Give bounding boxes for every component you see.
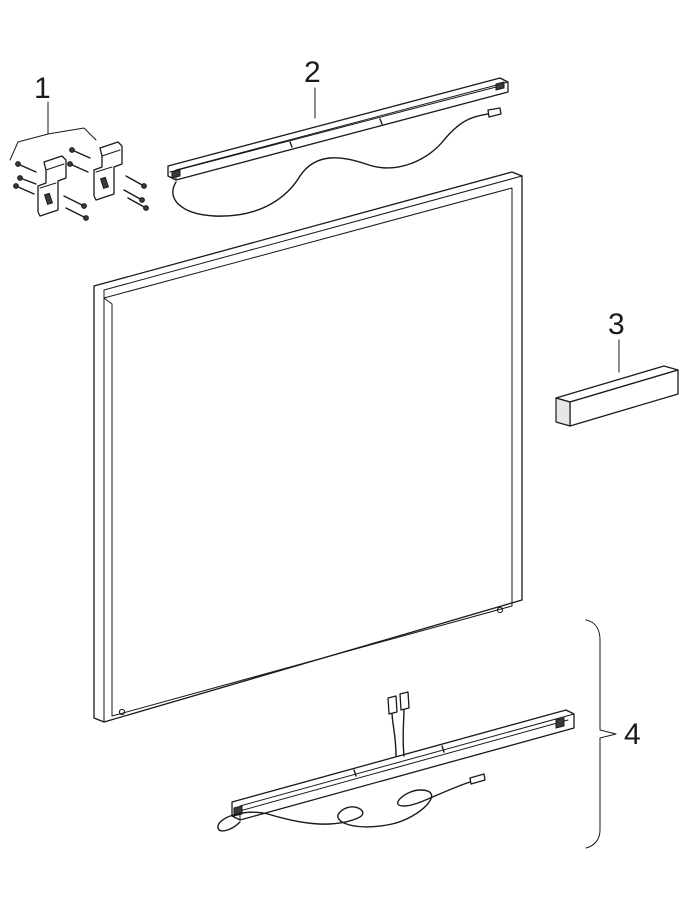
part-1-mounting-kit: 1 <box>9 72 149 221</box>
strip-cable <box>172 113 489 217</box>
screws <box>13 147 149 221</box>
part-4-bottom-light-strip: 4 <box>217 619 641 849</box>
part-4-label: 4 <box>624 718 641 751</box>
part-2-top-light-strip: 2 <box>167 56 509 217</box>
part-1-label: 1 <box>34 72 51 105</box>
part-4-group-bracket <box>585 619 617 849</box>
bracket-right <box>93 141 123 201</box>
cable-connector <box>487 107 502 118</box>
mirror-glass <box>103 187 513 717</box>
lead-wire-left <box>391 711 397 757</box>
part-2-label: 2 <box>304 56 321 89</box>
bottom-cable-connector <box>469 773 486 785</box>
bracket-left <box>37 155 67 217</box>
lead-wire-right <box>402 707 405 757</box>
part-3-spacer-block: 3 <box>555 308 679 427</box>
mirror-panel <box>93 171 523 723</box>
bottom-strip-cable <box>217 781 471 832</box>
part-3-label: 3 <box>608 308 625 341</box>
wire-connector-right <box>399 691 410 711</box>
part-1-group-bracket <box>9 127 97 161</box>
wire-connector-left <box>387 695 398 715</box>
